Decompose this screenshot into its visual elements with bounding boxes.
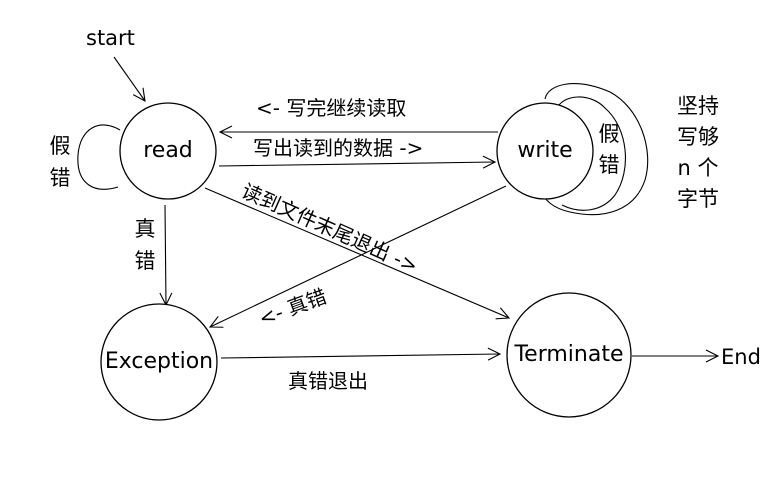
write-node	[496, 102, 594, 200]
write-inner-loop-label-2: 错	[599, 153, 620, 177]
write-inner-loop	[556, 96, 626, 211]
read-to-terminate-label: 读到文件末尾退出 ->	[238, 179, 422, 278]
start-arrow	[113, 56, 145, 101]
terminate-node-label: Terminate	[513, 342, 623, 367]
write-to-exception-label: <- 真错	[256, 284, 330, 331]
write-outer-loop-label-1: 坚持	[677, 94, 719, 118]
read-to-write-edge	[218, 162, 495, 166]
write-outer-loop-label-4: 字节	[677, 187, 719, 211]
read-to-exception-edge	[165, 204, 166, 305]
read-self-loop	[77, 124, 121, 190]
exception-to-terminate-edge	[220, 354, 500, 358]
read-node-label: read	[143, 138, 193, 163]
read-to-terminate-edge	[204, 187, 509, 318]
write-to-exception-edge	[210, 185, 507, 327]
exception-node-label: Exception	[105, 349, 213, 374]
write-inner-loop-label-1: 假	[599, 122, 620, 146]
read-to-exception-label-1: 真	[135, 217, 156, 241]
read-to-write-label: 写出读到的数据 ->	[253, 136, 423, 160]
read-node	[119, 102, 217, 200]
read-to-exception-label-2: 错	[135, 249, 156, 273]
write-outer-loop	[539, 83, 649, 216]
exception-to-terminate-label: 真错退出	[288, 369, 368, 393]
write-to-read-label: <- 写完继续读取	[256, 96, 406, 120]
terminate-node	[506, 292, 632, 418]
read-self-loop-label-2: 错	[50, 166, 71, 190]
write-node-label: write	[517, 138, 572, 163]
read-self-loop-label-1: 假	[50, 134, 71, 158]
write-outer-loop-label-3: n 个	[678, 156, 719, 180]
write-outer-loop-label-2: 写够	[677, 125, 719, 149]
start-label: start	[86, 26, 135, 50]
end-label: End	[721, 345, 761, 369]
exception-node	[100, 303, 218, 421]
